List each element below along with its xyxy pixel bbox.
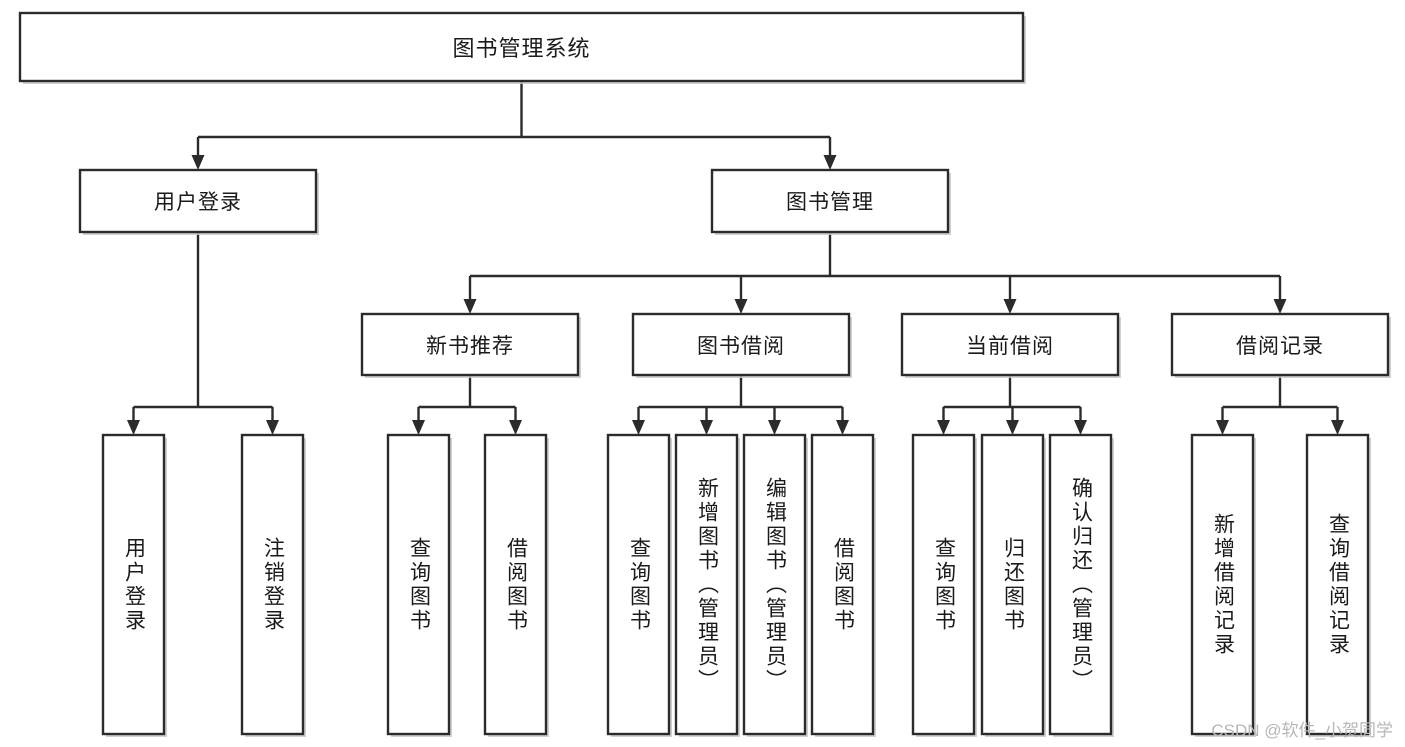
node-leaf-edit-book[interactable]: [742, 433, 808, 737]
arrow-head-icon: [1216, 420, 1229, 435]
node-leaf-add-book[interactable]: [674, 433, 740, 737]
arrow-head-icon: [412, 420, 425, 435]
node-leaf-logout[interactable]: [240, 433, 306, 737]
node-borrow-record[interactable]: [1170, 312, 1391, 378]
arrow-head-icon: [700, 420, 713, 435]
node-leaf-borrow-book-2[interactable]: [810, 433, 876, 737]
arrow-head-icon: [1331, 420, 1344, 435]
node-book-borrow[interactable]: [631, 312, 852, 378]
node-box[interactable]: [1190, 433, 1255, 736]
arrow-head-icon: [768, 420, 781, 435]
node-box[interactable]: [980, 433, 1045, 736]
node-leaf-query-record[interactable]: [1305, 433, 1371, 737]
arrow-head-icon: [734, 299, 748, 314]
arrow-head-icon: [191, 155, 205, 170]
node-box[interactable]: [911, 433, 976, 736]
arrow-head-icon: [1006, 420, 1019, 435]
edge-group-book-manage: [463, 232, 1287, 314]
edge-group-new-book-rec: [412, 375, 522, 435]
node-leaf-confirm-return[interactable]: [1048, 433, 1114, 737]
arrow-head-icon: [127, 420, 140, 435]
arrow-head-icon: [632, 420, 645, 435]
node-box[interactable]: [631, 312, 851, 377]
watermark-text: CSDN @软件_小贺同学: [1211, 721, 1393, 740]
node-box[interactable]: [742, 433, 807, 736]
node-user-login[interactable]: [78, 168, 319, 235]
arrow-head-icon: [463, 299, 477, 314]
node-box[interactable]: [900, 312, 1120, 377]
arrow-head-icon: [509, 420, 522, 435]
edge-group-root: [191, 81, 837, 170]
node-leaf-query-book-3[interactable]: [911, 433, 977, 737]
node-leaf-user-login[interactable]: [101, 433, 167, 737]
node-box[interactable]: [483, 433, 548, 736]
arrow-head-icon: [836, 420, 849, 435]
node-box[interactable]: [1305, 433, 1370, 736]
node-box[interactable]: [78, 168, 318, 234]
node-box[interactable]: [1048, 433, 1113, 736]
node-new-book-rec[interactable]: [360, 312, 581, 378]
arrow-head-icon: [266, 420, 279, 435]
node-leaf-query-book-2[interactable]: [606, 433, 672, 737]
arrow-head-icon: [1074, 420, 1087, 435]
node-box[interactable]: [360, 312, 580, 377]
node-current-borrow[interactable]: [900, 312, 1121, 378]
node-book-manage[interactable]: [710, 168, 951, 235]
edge-group-current-borrow: [937, 375, 1087, 435]
node-box[interactable]: [240, 433, 305, 736]
nodes-layer: [18, 11, 1391, 737]
node-leaf-query-book-1[interactable]: [386, 433, 452, 737]
node-box[interactable]: [606, 433, 671, 736]
edge-group-book-borrow: [632, 375, 849, 435]
edge-group-user-login: [127, 232, 279, 435]
node-box[interactable]: [101, 433, 166, 736]
node-box[interactable]: [674, 433, 739, 736]
arrow-head-icon: [1273, 299, 1287, 314]
node-root[interactable]: [18, 11, 1026, 84]
node-leaf-borrow-book-1[interactable]: [483, 433, 549, 737]
arrow-head-icon: [1003, 299, 1017, 314]
node-box[interactable]: [386, 433, 451, 736]
arrow-head-icon: [823, 155, 837, 170]
node-box[interactable]: [18, 11, 1025, 83]
node-leaf-add-record[interactable]: [1190, 433, 1256, 737]
node-box[interactable]: [710, 168, 950, 234]
arrow-head-icon: [937, 420, 950, 435]
node-box[interactable]: [810, 433, 875, 736]
edges-layer: [127, 81, 1344, 435]
node-leaf-return-book[interactable]: [980, 433, 1046, 737]
node-box[interactable]: [1170, 312, 1390, 377]
edge-group-borrow-record: [1216, 375, 1344, 435]
